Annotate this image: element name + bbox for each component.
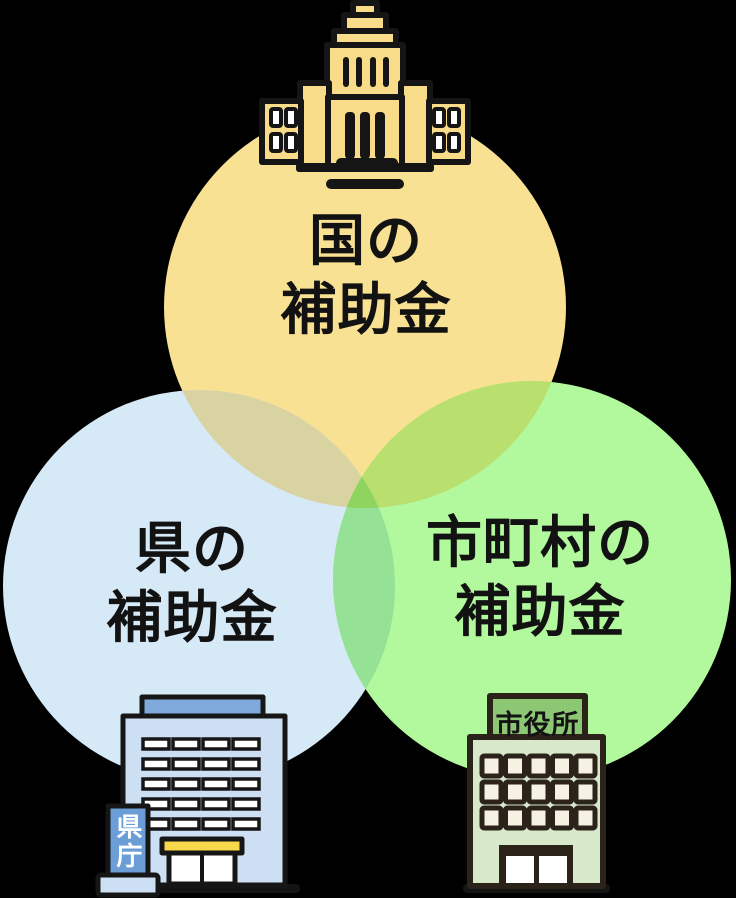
city-hall-sign [487,693,588,741]
national-subsidy-label-line2: 補助金 [280,278,452,341]
national-subsidy-label-line1: 国の [309,209,423,272]
city-hall-sign-text: 市役所 [495,710,580,740]
tower-window-bars [296,57,434,189]
window-rows [141,737,261,831]
municipal-subsidy-label-line2: 補助金 [454,580,626,643]
municipal-subsidy-label-line1: 市町村の [426,511,654,574]
sign-pedestal [95,872,161,898]
city-hall-building-icon [463,693,610,893]
prefecture-subsidy-label-line2: 補助金 [106,586,278,649]
prefecture-subsidy-label-line1: 県の [135,517,249,580]
national-diet-building-icon [259,0,471,189]
wing-windows [269,107,461,153]
window-grid [479,753,598,831]
prefectural-office-sign-text: 県庁 [113,813,143,871]
overlap-national-municipal [333,381,566,508]
overlap-national-prefecture [164,390,395,508]
entrance-doors [506,856,567,883]
national-subsidy-label: 国の 補助金 [281,206,452,344]
prefectural-office-building-icon [95,694,300,898]
prefecture-subsidy-label: 県の 補助金 [107,514,278,652]
municipal-subsidy-label: 市町村の 補助金 [426,508,654,646]
venn-circles [3,106,731,782]
